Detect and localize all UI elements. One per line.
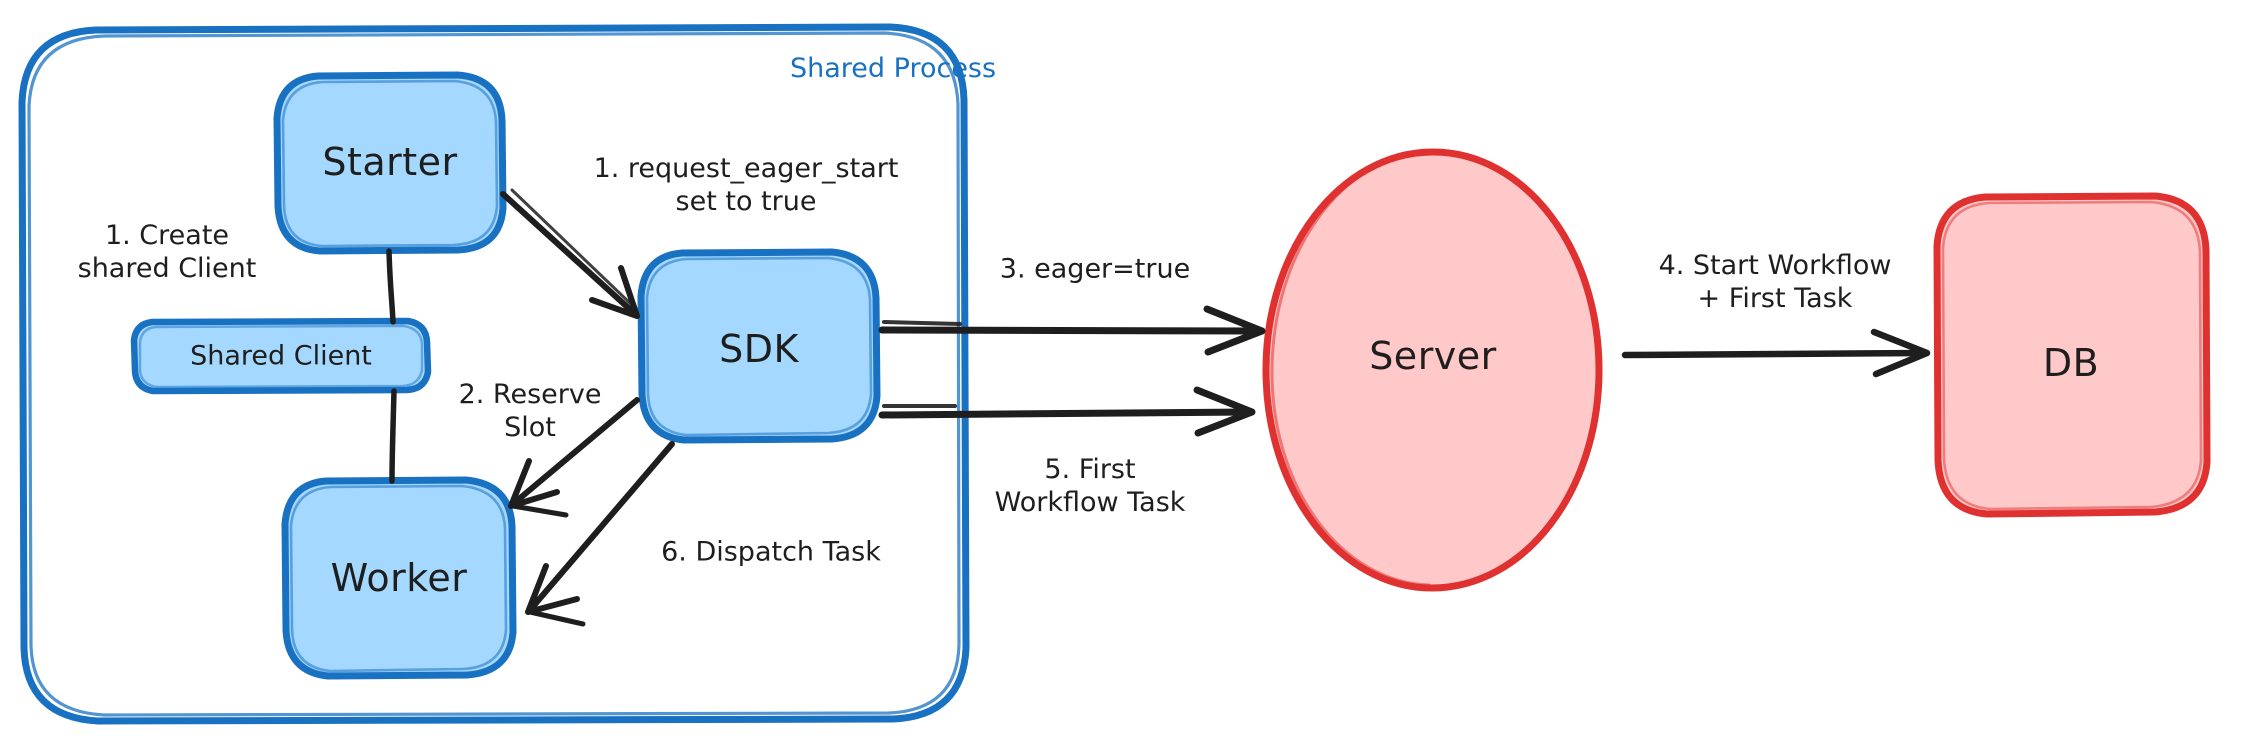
edge-start-workflow [1621,328,1931,378]
edge-label-eager-true: 3. eager=true [999,253,1191,285]
node-worker[interactable] [281,476,517,680]
node-label-shared-client: Shared Client [190,340,372,372]
node-starter[interactable] [273,71,507,255]
edge-label-start-workflow: 4. Start Workflow + First Task [1658,250,1892,314]
shared-process-container [18,23,970,725]
node-label-worker: Worker [330,555,468,600]
node-label-server: Server [1369,333,1497,378]
edge-reserve-slot [508,397,640,518]
node-label-sdk: SDK [719,326,799,371]
edge-label-first-workflow-task: 5. First Workflow Task [994,454,1186,518]
node-db[interactable] [1933,192,2211,518]
edge-eager-true [878,305,1266,356]
edge-first-workflow-task [878,386,1256,437]
node-shared-client[interactable] [130,317,432,395]
node-server[interactable] [1262,148,1603,592]
edge-create-shared-client [386,248,396,325]
container-title: Shared Process [790,53,997,84]
edge-label-request-eager-start: 1. request_eager_start set to true [593,153,899,217]
edge-label-dispatch-task: 6. Dispatch Task [661,536,881,568]
edge-label-reserve-slot: 2. Reserve Slot [458,379,602,443]
node-label-db: DB [2042,340,2100,385]
edge-label-create-shared-client: 1. Create shared Client [77,220,257,284]
node-label-starter: Starter [322,139,458,184]
node-sdk[interactable] [637,248,881,444]
edge-dispatch-task [525,441,675,627]
edge-shared-client-worker [389,388,397,484]
edge-request-eager-start [500,188,640,319]
